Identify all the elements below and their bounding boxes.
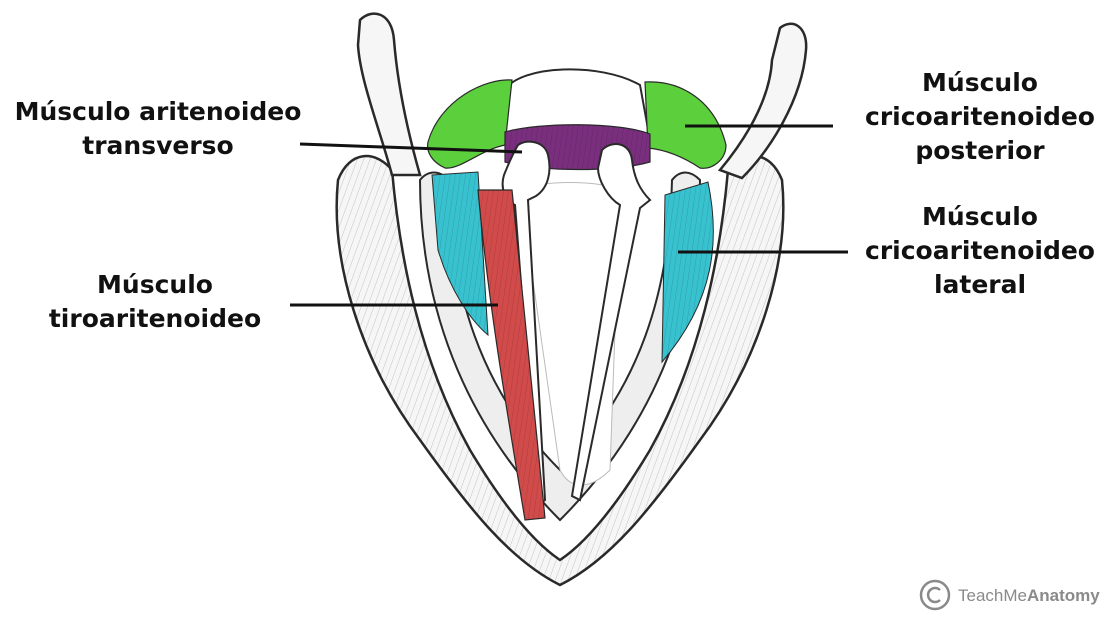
label-line: lateral bbox=[850, 268, 1110, 302]
label-line: posterior bbox=[850, 134, 1110, 168]
label-line: cricoaritenoideo bbox=[850, 100, 1110, 134]
label-line: Músculo bbox=[850, 66, 1110, 100]
posterior-cricoarytenoid-muscle bbox=[428, 80, 512, 168]
label-posterior-cricoarytenoid: Músculo cricoaritenoideo posterior bbox=[850, 66, 1110, 168]
label-thyroarytenoid: Músculo tiroaritenoideo bbox=[40, 268, 270, 336]
watermark: TeachMeAnatomy bbox=[918, 578, 1113, 612]
label-line: Músculo bbox=[850, 200, 1110, 234]
label-lateral-cricoarytenoid: Músculo cricoaritenoideo lateral bbox=[850, 200, 1110, 302]
label-line: Músculo aritenoideo bbox=[8, 95, 308, 129]
label-line: Músculo bbox=[40, 268, 270, 302]
watermark-suffix: Anatomy bbox=[1027, 586, 1100, 605]
right-superior-horn bbox=[720, 24, 806, 178]
watermark-prefix: TeachMe bbox=[958, 586, 1027, 605]
copyright-c-icon bbox=[918, 578, 952, 612]
label-line: tiroaritenoideo bbox=[40, 302, 270, 336]
label-line: transverso bbox=[8, 129, 308, 163]
watermark-text: TeachMeAnatomy bbox=[958, 586, 1100, 606]
label-transverse-arytenoid: Músculo aritenoideo transverso bbox=[8, 95, 308, 163]
label-line: cricoaritenoideo bbox=[850, 234, 1110, 268]
left-superior-horn bbox=[358, 14, 420, 175]
